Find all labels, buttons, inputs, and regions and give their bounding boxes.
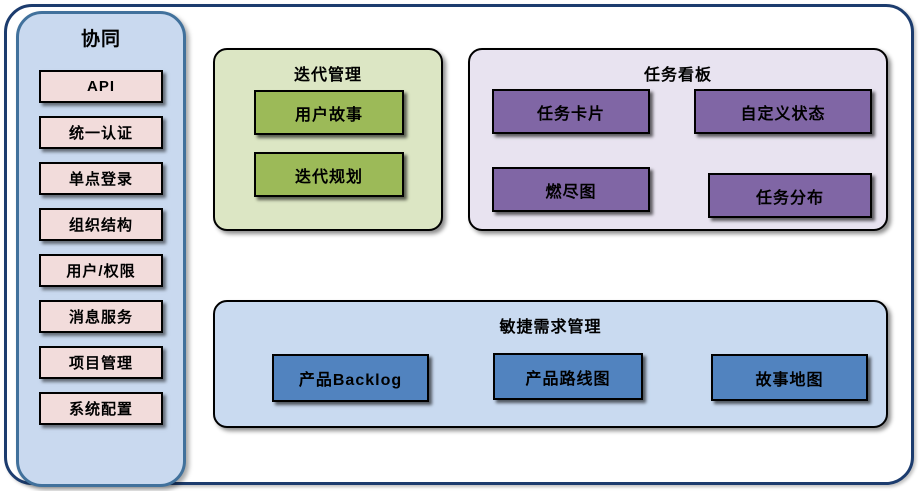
sidebar-item-org-structure: 组织结构 (39, 208, 163, 241)
feature-product-roadmap: 产品路线图 (493, 353, 643, 400)
group-agile-requirements: 敏捷需求管理 产品Backlog 产品路线图 故事地图 (213, 300, 888, 428)
sidebar-item-user-perms: 用户/权限 (39, 254, 163, 287)
sidebar-item-api: API (39, 70, 163, 103)
feature-story-map: 故事地图 (711, 354, 868, 401)
group-iteration-management: 迭代管理 用户故事 迭代规划 (213, 48, 443, 231)
sidebar-item-system-config: 系统配置 (39, 392, 163, 425)
feature-custom-status: 自定义状态 (694, 89, 872, 134)
group-title-taskboard: 任务看板 (643, 67, 712, 84)
sidebar-collaboration: 协同 API 统一认证 单点登录 组织结构 用户/权限 消息服务 项目管理 系统… (16, 11, 186, 487)
group-title-iteration: 迭代管理 (293, 67, 362, 84)
sidebar-item-project-mgmt: 项目管理 (39, 346, 163, 379)
feature-iteration-plan: 迭代规划 (254, 152, 404, 197)
feature-product-backlog: 产品Backlog (272, 354, 429, 402)
sidebar-item-message-service: 消息服务 (39, 300, 163, 333)
sidebar-title: 协同 (80, 29, 121, 50)
group-task-board: 任务看板 任务卡片 自定义状态 燃尽图 任务分布 (468, 48, 888, 231)
sidebar-item-unified-auth: 统一认证 (39, 116, 163, 149)
feature-burndown-chart: 燃尽图 (492, 167, 650, 212)
feature-task-card: 任务卡片 (492, 89, 650, 134)
group-title-requirements: 敏捷需求管理 (499, 319, 602, 336)
sidebar-list: API 统一认证 单点登录 组织结构 用户/权限 消息服务 项目管理 系统配置 (19, 70, 183, 425)
sidebar-item-sso: 单点登录 (39, 162, 163, 195)
feature-task-distribution: 任务分布 (708, 173, 872, 218)
feature-user-story: 用户故事 (254, 90, 404, 135)
